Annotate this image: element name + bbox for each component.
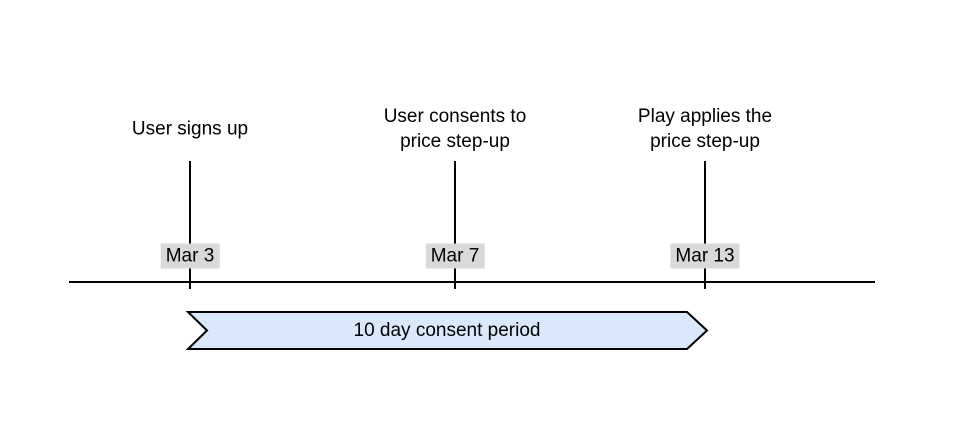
event-date-label: Mar 3 [160, 243, 220, 269]
event-title: User consents to price step-up [384, 104, 527, 154]
timeline-axis [69, 281, 875, 283]
event-title-line: Play applies the [637, 106, 773, 127]
event-title-line: price step-up [650, 131, 760, 152]
event-tick-line [454, 161, 456, 289]
event-date-label: Mar 13 [670, 243, 740, 269]
event-title-line: User consents to [383, 106, 527, 127]
event-tick-line [189, 161, 191, 289]
event-date-label: Mar 7 [425, 243, 485, 269]
event-title: Play applies the price step-up [638, 104, 772, 154]
consent-period-label: 10 day consent period [353, 319, 541, 341]
event-title: User signs up [132, 117, 248, 142]
event-tick-line [704, 161, 706, 289]
event-title-line: User signs up [131, 118, 249, 140]
event-title-line: price step-up [400, 131, 510, 152]
